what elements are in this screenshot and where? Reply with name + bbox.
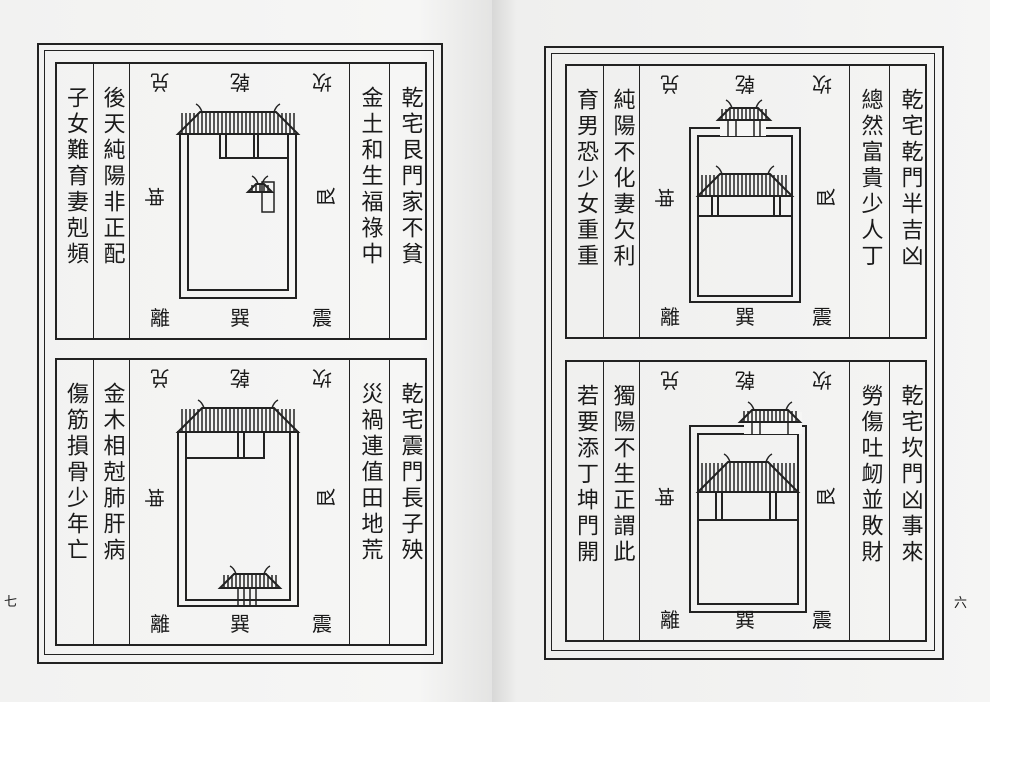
trigram-bottom-right: 震	[812, 305, 832, 329]
trigram-left: 坤	[652, 487, 676, 507]
inner-border	[44, 50, 434, 655]
trigram-top-left: 兑	[660, 368, 680, 392]
verse-text: 若要添丁坤門開	[573, 384, 598, 566]
diagram-area: 兑 乾 坎坤 艮離 巽 震	[639, 362, 850, 640]
diagram-area: 兑 乾 坎坤 艮離 巽 震	[639, 66, 850, 337]
divination-panel: 乾宅乾門半吉凶總然富貴少人丁 純陽不化妻欠利育男恐少女重重 兑 乾 坎坤 艮離 巽 震	[565, 64, 927, 339]
verse-column: 子女難育妻剋頻	[57, 64, 93, 338]
page-number: 六	[954, 596, 968, 611]
trigram-bottom-center: 巽	[735, 305, 755, 329]
verse-column: 乾宅震門長子殃	[389, 360, 429, 644]
trigram-bottom-right: 震	[312, 306, 332, 330]
trigram-right: 艮	[314, 187, 338, 207]
verse-text: 乾宅艮門家不貧	[397, 86, 423, 268]
verse-text: 後天純陽非正配	[99, 86, 125, 268]
verse-text: 災禍連值田地荒	[357, 382, 383, 564]
trigram-right: 艮	[814, 187, 838, 208]
house-diagram	[689, 401, 807, 613]
trigram-top-right: 坎	[312, 70, 332, 94]
trigram-top-right: 坎	[812, 368, 832, 392]
verse-text: 總然富貴少人丁	[857, 88, 883, 270]
verse-column: 災禍連值田地荒	[349, 360, 389, 644]
inner-border	[551, 53, 935, 651]
page-number: 七	[4, 595, 18, 610]
trigram-left: 坤	[652, 187, 676, 208]
trigram-bottom-right: 震	[812, 608, 832, 632]
trigram-bottom-center: 巽	[230, 306, 250, 330]
verse-text: 傷筋損骨少年亡	[63, 382, 88, 564]
verse-column: 乾宅艮門家不貧	[389, 64, 429, 338]
verse-column: 育男恐少女重重	[567, 66, 603, 337]
trigram-left: 坤	[142, 187, 166, 207]
trigram-top-left: 兑	[660, 72, 680, 96]
trigram-top-left: 兑	[150, 70, 170, 94]
verse-column: 乾宅坎門凶事來	[889, 362, 929, 640]
verse-column: 勞傷吐衂並敗財	[849, 362, 889, 640]
verse-column: 若要添丁坤門開	[567, 362, 603, 640]
verse-text: 勞傷吐衂並敗財	[857, 384, 883, 566]
verse-text: 乾宅震門長子殃	[397, 382, 423, 564]
outer-border	[544, 46, 944, 660]
divination-panel: 乾宅艮門家不貧金土和生福祿中 後天純陽非正配子女難育妻剋頻 兑 乾 坎坤 艮離 巽 震	[55, 62, 427, 340]
outer-border	[37, 43, 443, 664]
trigram-bottom-left: 離	[150, 612, 170, 636]
verse-text: 純陽不化妻欠利	[609, 88, 635, 270]
verse-column: 獨陽不生正謂此	[603, 362, 639, 640]
trigram-bottom-center: 巽	[230, 612, 250, 636]
verse-column: 乾宅乾門半吉凶	[889, 66, 929, 337]
trigram-bottom-left: 離	[660, 608, 680, 632]
trigram-top-right: 坎	[812, 72, 832, 96]
verse-text: 子女難育妻剋頻	[63, 86, 88, 268]
diagram-area: 兑 乾 坎坤 艮離 巽 震	[129, 360, 350, 644]
divination-panel: 乾宅坎門凶事來勞傷吐衂並敗財 獨陽不生正謂此若要添丁坤門開 兑 乾 坎坤 艮離 巽 震	[565, 360, 927, 642]
verse-text: 金木相尅肺肝病	[99, 382, 125, 564]
trigram-bottom-right: 震	[312, 612, 332, 636]
trigram-top-center: 乾	[735, 368, 755, 392]
verse-column: 純陽不化妻欠利	[603, 66, 639, 337]
trigram-bottom-center: 巽	[735, 608, 755, 632]
verse-column: 總然富貴少人丁	[849, 66, 889, 337]
divination-panel: 乾宅震門長子殃災禍連值田地荒 金木相尅肺肝病傷筋損骨少年亡 兑 乾 坎坤 艮離 巽 震	[55, 358, 427, 646]
verse-column: 金土和生福祿中	[349, 64, 389, 338]
verse-column: 後天純陽非正配	[93, 64, 129, 338]
verse-text: 金土和生福祿中	[357, 86, 383, 268]
house-diagram	[689, 99, 801, 303]
verse-text: 乾宅坎門凶事來	[897, 384, 923, 566]
verse-text: 育男恐少女重重	[573, 88, 598, 270]
verse-text: 乾宅乾門半吉凶	[897, 88, 923, 270]
verse-text: 獨陽不生正謂此	[609, 384, 635, 566]
verse-column: 金木相尅肺肝病	[93, 360, 129, 644]
trigram-top-right: 坎	[312, 366, 332, 390]
trigram-top-center: 乾	[230, 70, 250, 94]
trigram-right: 艮	[314, 488, 338, 508]
house-diagram	[175, 399, 301, 607]
trigram-left: 坤	[142, 488, 166, 508]
house-diagram	[175, 103, 301, 299]
trigram-bottom-left: 離	[660, 305, 680, 329]
trigram-top-center: 乾	[230, 366, 250, 390]
trigram-top-center: 乾	[735, 72, 755, 96]
trigram-top-left: 兑	[150, 366, 170, 390]
diagram-area: 兑 乾 坎坤 艮離 巽 震	[129, 64, 350, 338]
trigram-right: 艮	[814, 487, 838, 507]
trigram-bottom-left: 離	[150, 306, 170, 330]
verse-column: 傷筋損骨少年亡	[57, 360, 93, 644]
